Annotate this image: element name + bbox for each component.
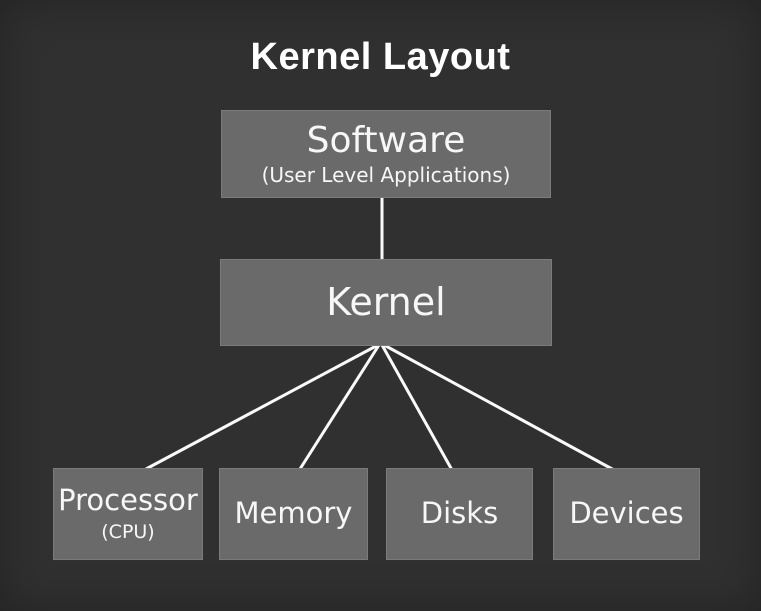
node-devices: Devices (553, 468, 700, 560)
node-memory: Memory (219, 468, 368, 560)
node-kernel-label: Kernel (326, 279, 446, 324)
connector-kernel-processor (145, 343, 379, 471)
connector-kernel-memory (298, 344, 381, 470)
connector-kernel-disks (380, 344, 454, 471)
node-kernel: Kernel (220, 259, 552, 346)
node-memory-label: Memory (234, 496, 353, 531)
node-processor: Processor (CPU) (53, 468, 203, 560)
diagram-title: Kernel Layout (250, 36, 511, 78)
node-processor-sublabel: (CPU) (101, 520, 155, 543)
connector-kernel-devices (383, 343, 615, 472)
node-disks: Disks (386, 468, 533, 560)
node-software-label: Software (306, 120, 466, 162)
node-software-sublabel: (User Level Applications) (261, 162, 511, 187)
node-processor-label: Processor (58, 483, 198, 518)
node-software: Software (User Level Applications) (221, 110, 551, 198)
node-disks-label: Disks (420, 496, 499, 531)
node-devices-label: Devices (569, 496, 684, 531)
